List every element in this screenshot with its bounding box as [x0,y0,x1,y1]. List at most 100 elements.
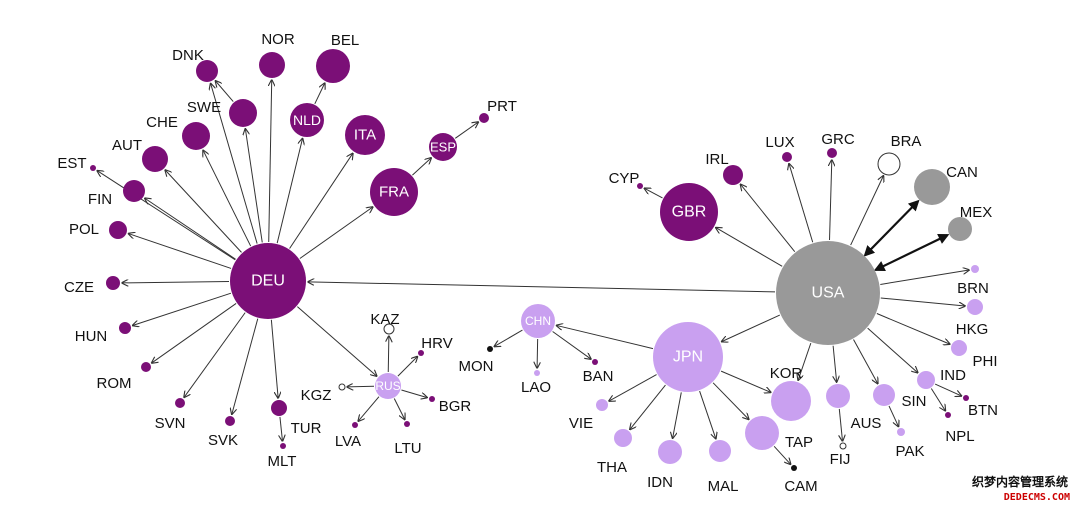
edge-usa-aus [833,345,837,382]
node-label-che: CHE [146,114,178,131]
node-label-bel: BEL [331,32,359,49]
edge-ind-btn [934,383,961,396]
node-label-esp: ESP [430,140,456,155]
node-tha [614,429,632,447]
node-label-vie: VIE [569,415,593,432]
node-kgz [338,383,346,391]
node-sin [873,384,895,406]
node-label-tap: TAP [785,434,813,451]
edge-jpn-idn [673,392,682,438]
edge-rus-kgz [347,386,375,387]
node-fij [839,442,847,450]
node-lux [782,152,792,162]
edge-deu-rom [152,303,237,362]
node-label-lao: LAO [521,379,551,396]
node-label-hkg: HKG [956,321,989,338]
node-label-sin: SIN [901,393,926,410]
edge-usa-phi [876,313,950,345]
node-cze [106,276,120,290]
node-label-ita: ITA [354,127,376,144]
edge-jpn-kor [720,370,771,392]
edge-usa-gbr [716,228,783,267]
node-nor [259,52,285,78]
edge-deu-svk [232,318,259,415]
node-dnk [196,60,218,82]
edge-chn-mon [494,329,523,346]
edge-ind-npl [930,388,945,410]
node-fra [370,168,418,216]
node-label-mlt: MLT [268,453,297,470]
node-svn [175,398,185,408]
node-tap [745,416,779,450]
edge-usa-kor [798,342,812,380]
node-idn [658,440,682,464]
edge-usa-ind [867,327,918,373]
node-hun [119,322,131,334]
node-label-ban: BAN [583,368,614,385]
node-label-deu: DEU [251,273,285,290]
edge-usa-can [863,199,920,257]
edge-usa-deu [308,282,776,293]
node-hrv [418,350,424,356]
edge-chn-lao [537,338,538,368]
node-hkg [967,299,983,315]
node-label-chn: CHN [525,314,551,328]
node-label-cze: CZE [64,279,94,296]
edge-jpn-tha [630,384,666,429]
node-label-kor: KOR [770,365,803,382]
edge-deu-aut [165,170,242,253]
edge-deu-pol [128,234,232,269]
node-label-grc: GRC [821,131,855,148]
node-mal [709,440,731,462]
node-cam [791,465,797,471]
node-label-fra: FRA [379,184,409,201]
edge-deu-ita [289,153,353,249]
node-brn [971,265,979,273]
node-kaz [383,323,395,335]
node-ita [345,115,385,155]
node-label-fin: FIN [88,191,112,208]
watermark: 织梦内容管理系统 DEDECMS.COM [972,474,1070,503]
node-btn [963,395,969,401]
node-prt [479,113,489,123]
node-label-bra: BRA [891,133,922,150]
node-gbr [660,183,718,241]
node-rus [375,373,401,399]
node-label-swe: SWE [187,99,221,116]
edge-rus-lva [358,396,380,421]
node-fin [123,180,145,202]
node-esp [429,133,457,161]
edge-usa-mex [873,233,950,271]
edge-deu-svn [184,312,246,398]
edge-rus-hrv [397,357,418,377]
node-label-rus: RUS [375,379,400,393]
node-svk [225,416,235,426]
node-label-lva: LVA [335,433,361,450]
node-mlt [280,443,286,449]
node-label-lux: LUX [765,134,794,151]
edge-deu-swe [245,129,263,243]
edge-usa-lux [789,164,814,243]
node-label-est: EST [57,155,86,172]
node-label-dnk: DNK [172,47,204,64]
edge-deu-fin [145,198,236,260]
node-mon [487,346,493,352]
node-label-jpn: JPN [673,349,703,366]
edge-rus-kaz [388,336,389,373]
node-irl [723,165,743,185]
node-label-btn: BTN [968,402,998,419]
node-label-fij: FIJ [830,451,851,468]
edge-deu-est [97,171,236,261]
node-can [914,169,950,205]
node-label-aus: AUS [851,415,882,432]
node-kor [771,381,811,421]
edge-usa-hkg [880,297,965,306]
edge-sin-pak [888,405,898,427]
node-label-svk: SVK [208,432,238,449]
node-usa [776,241,880,345]
edge-jpn-chn [556,325,654,350]
edge-deu-nld [276,138,302,244]
edge-deu-dnk [211,83,258,244]
watermark-line2: DEDECMS.COM [1004,492,1070,503]
node-label-svn: SVN [155,415,186,432]
